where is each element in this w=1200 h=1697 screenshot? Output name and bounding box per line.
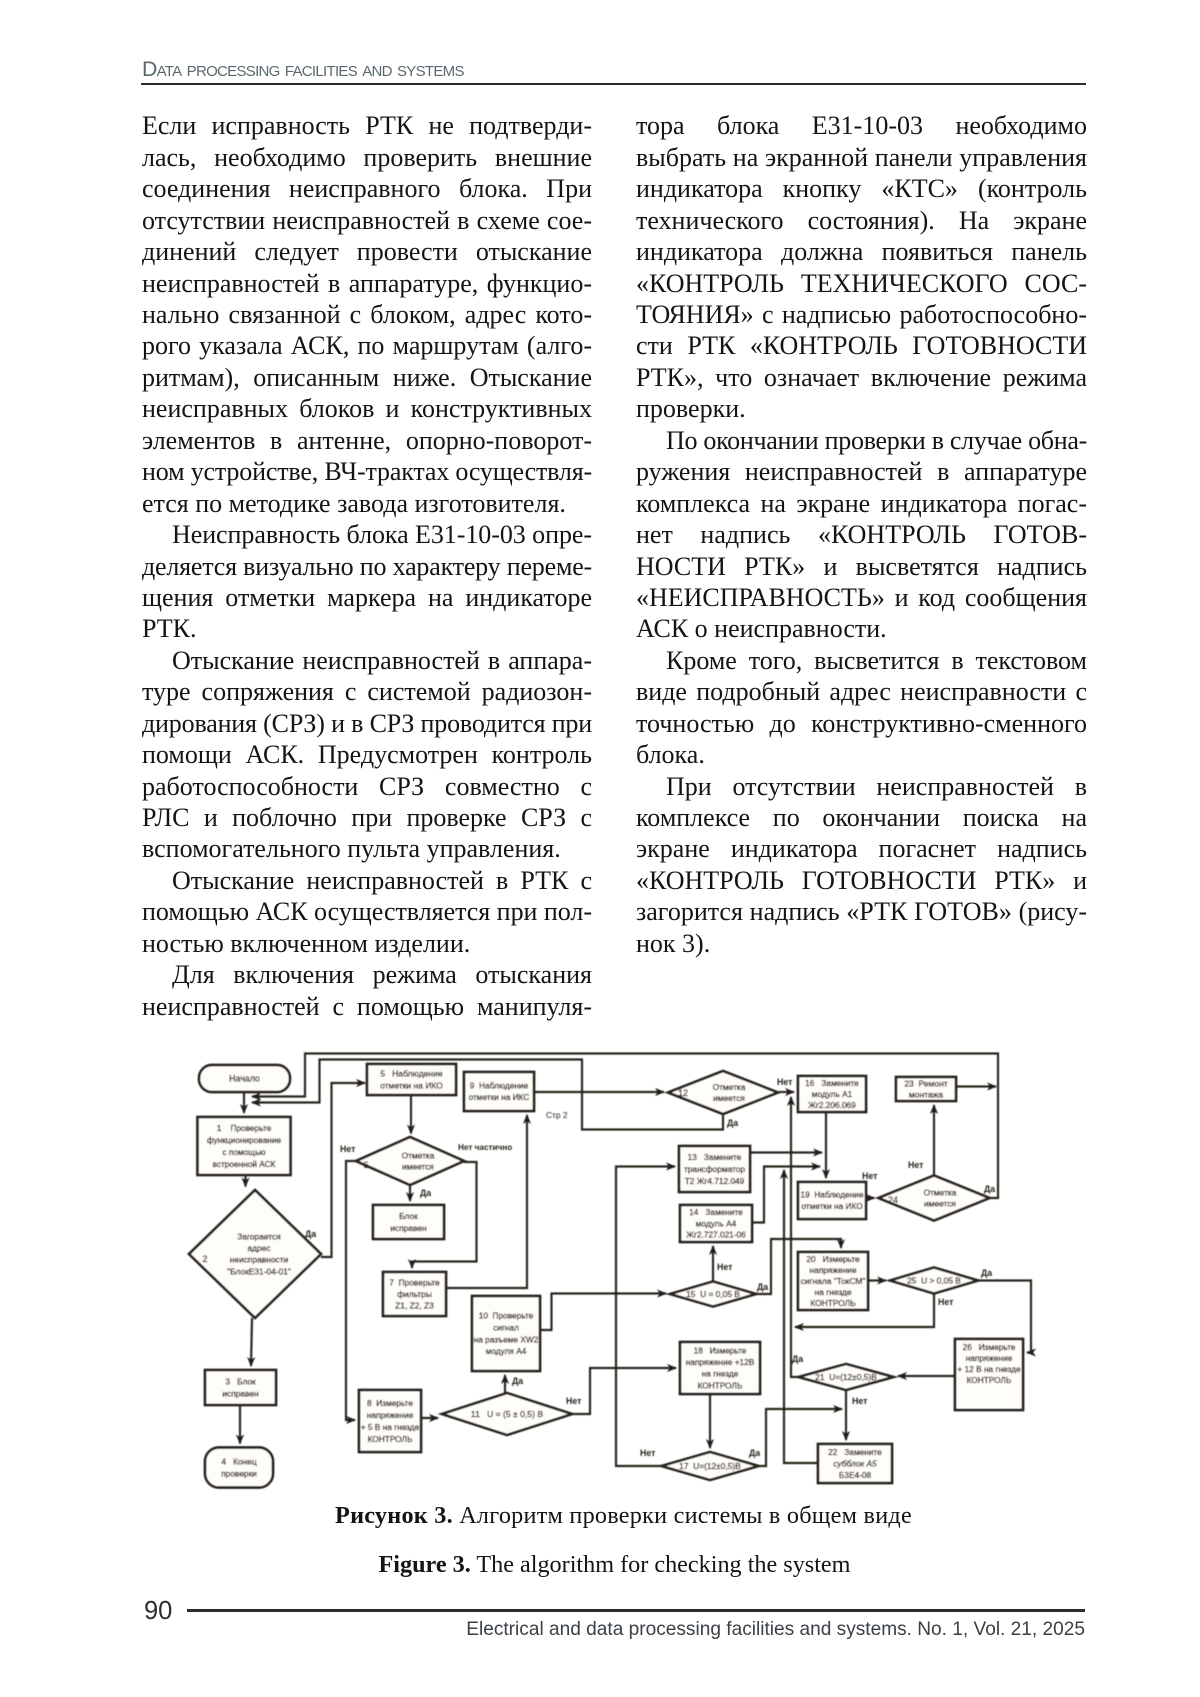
svg-text:25 U > 0,05 В: 25 U > 0,05 В: [907, 1275, 961, 1285]
svg-text:напряжение: напряжение: [367, 1410, 414, 1420]
svg-text:21 U=(12±0,5)В: 21 U=(12±0,5)В: [815, 1372, 877, 1382]
svg-text:14 Замените: 14 Замените: [689, 1207, 743, 1217]
svg-text:1 Проверьте: 1 Проверьте: [217, 1123, 272, 1133]
svg-text:16 Замените: 16 Замените: [805, 1078, 859, 1088]
svg-text:субблок А5: субблок А5: [833, 1458, 877, 1468]
svg-text:22 Замените: 22 Замените: [828, 1447, 882, 1457]
svg-text:Т2 Жг4.712.049: Т2 Жг4.712.049: [685, 1176, 745, 1186]
svg-text:Да: Да: [512, 1376, 523, 1386]
svg-text:с помощью: с помощью: [222, 1147, 265, 1157]
svg-text:2: 2: [202, 1254, 207, 1264]
svg-text:Да: Да: [305, 1229, 316, 1239]
svg-text:Отметка: Отметка: [924, 1187, 957, 1197]
svg-text:Отметка: Отметка: [713, 1082, 746, 1092]
svg-text:4 Конец: 4 Конец: [221, 1457, 256, 1467]
svg-text:Да: Да: [984, 1184, 995, 1194]
svg-text:Нет: Нет: [340, 1144, 356, 1154]
svg-text:отметки на ИКО: отметки на ИКО: [801, 1201, 863, 1211]
svg-text:Начало: Начало: [229, 1074, 260, 1084]
svg-text:Да: Да: [792, 1354, 803, 1364]
svg-text:Z1, Z2, Z3: Z1, Z2, Z3: [395, 1301, 434, 1311]
svg-text:отметки на ИКС: отметки на ИКС: [469, 1092, 530, 1102]
svg-text:12: 12: [678, 1088, 688, 1098]
svg-text:Блок: Блок: [399, 1211, 418, 1221]
svg-text:3 Блок: 3 Блок: [225, 1377, 256, 1387]
svg-text:встроенной АСК: встроенной АСК: [212, 1159, 275, 1169]
svg-text:имеется: имеется: [402, 1162, 434, 1172]
svg-text:"БлокЕ31-04-01": "БлокЕ31-04-01": [227, 1266, 291, 1276]
svg-text:адрес: адрес: [247, 1243, 270, 1253]
svg-text:Стр 2: Стр 2: [546, 1110, 568, 1120]
svg-text:Нет частично: Нет частично: [458, 1143, 512, 1152]
svg-text:Отметка: Отметка: [402, 1150, 435, 1160]
svg-text:15 U = 0,05 В: 15 U = 0,05 В: [686, 1289, 740, 1299]
svg-text:КОНТРОЛЬ: КОНТРОЛЬ: [967, 1375, 1012, 1385]
svg-text:19 Наблюдение: 19 Наблюдение: [801, 1190, 864, 1200]
svg-text:Да: Да: [981, 1268, 992, 1278]
svg-text:Нет: Нет: [640, 1448, 656, 1458]
svg-text:9 Наблюдение: 9 Наблюдение: [470, 1081, 529, 1091]
svg-text:Нет: Нет: [938, 1297, 954, 1307]
svg-text:модуль А4: модуль А4: [696, 1218, 737, 1228]
svg-text:+ 5 В на гнезде: + 5 В на гнезде: [361, 1422, 420, 1432]
svg-text:функционирование: функционирование: [207, 1135, 282, 1145]
svg-text:напряжение +12В: напряжение +12В: [686, 1357, 755, 1367]
svg-text:КОНТРОЛЬ: КОНТРОЛЬ: [810, 1298, 856, 1308]
svg-text:18 Измерьте: 18 Измерьте: [694, 1346, 747, 1356]
svg-text:Загорается: Загорается: [237, 1232, 280, 1242]
svg-text:23 Ремонт: 23 Ремонт: [904, 1079, 947, 1089]
svg-text:Нет: Нет: [717, 1262, 733, 1272]
svg-text:Да: Да: [757, 1282, 768, 1292]
svg-text:исправен: исправен: [222, 1388, 259, 1398]
svg-text:Да: Да: [420, 1188, 431, 1198]
svg-text:Нет: Нет: [908, 1160, 924, 1170]
svg-text:отметки на ИКО: отметки на ИКО: [380, 1080, 443, 1090]
svg-text:Жг2.206.069: Жг2.206.069: [808, 1100, 856, 1110]
svg-text:13 Замените: 13 Замените: [688, 1152, 742, 1162]
svg-text:Жг2.727.021-06: Жг2.727.021-06: [686, 1230, 746, 1240]
svg-text:8 Измерьте: 8 Измерьте: [367, 1398, 413, 1408]
svg-text:26 Измерьте: 26 Измерьте: [963, 1342, 1016, 1352]
svg-text:КОНТРОЛЬ: КОНТРОЛЬ: [368, 1434, 413, 1444]
svg-text:10 Проверьте: 10 Проверьте: [479, 1311, 534, 1321]
svg-text:модуля А4: модуля А4: [486, 1346, 527, 1356]
svg-text:5 Наблюдение: 5 Наблюдение: [380, 1069, 442, 1079]
svg-text:6: 6: [363, 1160, 368, 1170]
svg-text:17 U=(12±0,5)В: 17 U=(12±0,5)В: [679, 1461, 741, 1471]
svg-text:7 Проверьте: 7 Проверьте: [389, 1277, 440, 1287]
svg-text:монтажа: монтажа: [909, 1089, 943, 1099]
svg-text:+ 12 В на гнезде: + 12 В на гнезде: [957, 1364, 1021, 1374]
svg-text:напряжение: напряжение: [966, 1353, 1013, 1363]
svg-text:20 Измерьте: 20 Измерьте: [806, 1254, 860, 1264]
svg-text:напряжение: напряжение: [809, 1265, 856, 1275]
svg-text:Б3Е4-08: Б3Е4-08: [839, 1470, 872, 1480]
svg-text:Нет: Нет: [852, 1396, 868, 1406]
svg-text:проверки: проверки: [221, 1468, 257, 1478]
svg-text:имеется: имеется: [924, 1198, 956, 1208]
svg-text:КОНТРОЛЬ: КОНТРОЛЬ: [698, 1380, 743, 1390]
svg-text:11 U = (5 ± 0,5) В: 11 U = (5 ± 0,5) В: [471, 1409, 543, 1419]
svg-text:трансформатор: трансформатор: [684, 1164, 745, 1174]
svg-text:на гнезде: на гнезде: [815, 1287, 852, 1297]
svg-text:на гнезде: на гнезде: [702, 1369, 739, 1379]
svg-text:сигнал: сигнал: [493, 1323, 519, 1333]
svg-text:на разъеме XW2: на разъеме XW2: [474, 1334, 539, 1344]
svg-text:Нет: Нет: [777, 1077, 793, 1087]
svg-text:имеется: имеется: [713, 1093, 745, 1103]
svg-text:неисправности: неисправности: [230, 1255, 289, 1265]
svg-text:24: 24: [888, 1195, 898, 1205]
svg-text:модуль А1: модуль А1: [812, 1089, 853, 1099]
svg-text:Нет: Нет: [566, 1396, 582, 1406]
svg-text:фильтры: фильтры: [397, 1289, 432, 1299]
svg-text:Нет: Нет: [862, 1171, 878, 1181]
svg-text:Да: Да: [749, 1448, 760, 1458]
svg-text:сигнала "ТокСМ": сигнала "ТокСМ": [801, 1276, 866, 1286]
svg-text:исправен: исправен: [390, 1223, 427, 1233]
svg-text:Да: Да: [727, 1118, 738, 1128]
